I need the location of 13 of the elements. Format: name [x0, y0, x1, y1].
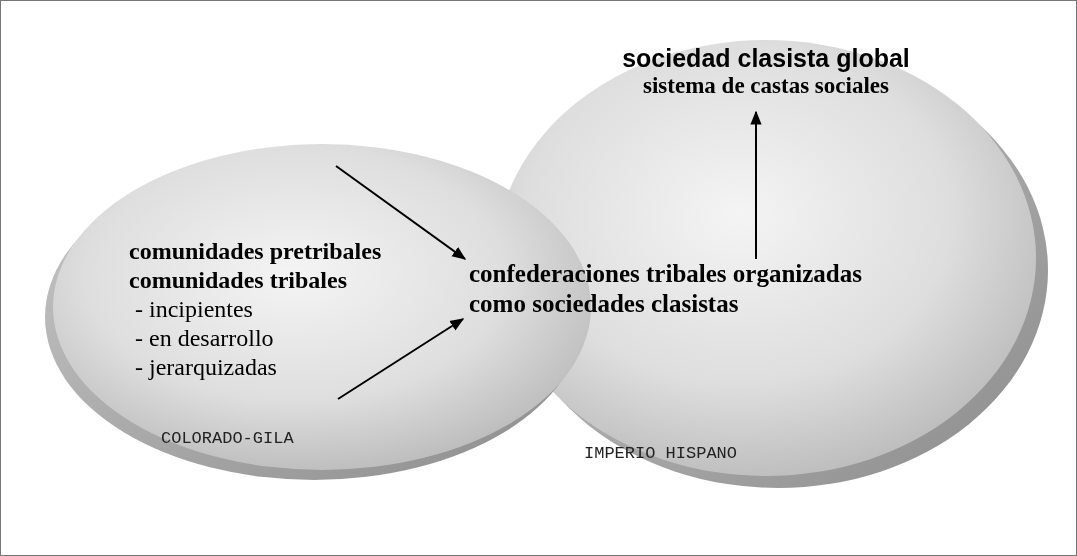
- arrow: [337, 318, 465, 400]
- region-label: IMPERIO HISPANO: [584, 444, 738, 463]
- arrow: [335, 165, 467, 260]
- subheading-text: sistema de castas sociales: [642, 73, 890, 99]
- region-label: COLORADO-GILA: [161, 429, 294, 448]
- list-item: - en desarrollo: [134, 324, 275, 353]
- category-text: comunidades tribales: [129, 266, 348, 295]
- arrow: [750, 110, 762, 260]
- list-item: - jerarquizadas: [134, 353, 278, 382]
- category-text: confederaciones tribales organizadas como sociedades clasistas: [469, 259, 863, 319]
- list-item: - incipientes: [134, 295, 254, 324]
- heading-text: sociedad clasista global: [621, 44, 911, 73]
- category-text: comunidades pretribales: [129, 237, 383, 266]
